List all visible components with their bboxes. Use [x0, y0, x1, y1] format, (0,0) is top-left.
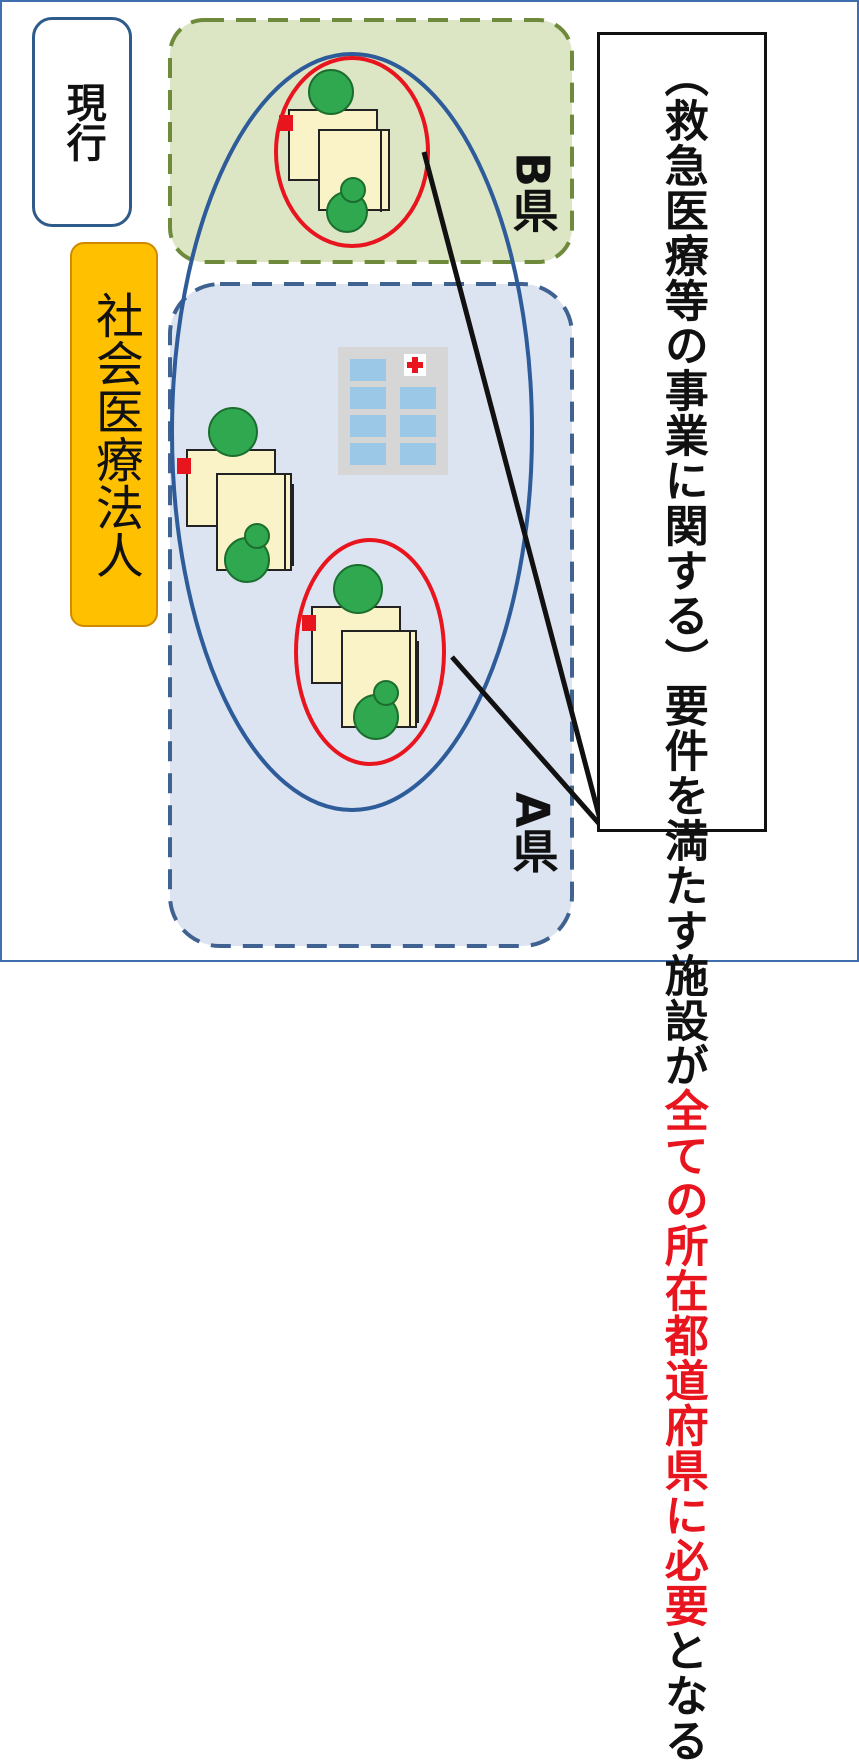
- highlight-ellipse-b: [274, 56, 430, 248]
- callout-text: （救急医療等の事業に関する）要件を満たす施設が全ての所在都道府県に必要となる: [657, 53, 708, 1763]
- diagram-graphics: [168, 18, 605, 948]
- callout-box: （救急医療等の事業に関する）要件を満たす施設が全ての所在都道府県に必要となる: [597, 32, 767, 1763]
- prefecture-b-label: B県: [505, 152, 560, 234]
- callout-text-part3: となる: [656, 1628, 708, 1763]
- callout-text-highlight: 全ての所在都道府県に必要: [656, 1088, 708, 1628]
- hospital-icon-a-lower: [302, 564, 419, 740]
- highlight-ellipse-a: [294, 538, 446, 766]
- prefecture-a-label: A県: [505, 792, 560, 874]
- current-label: 現行: [59, 82, 106, 162]
- callout-pointer-a: [450, 655, 604, 829]
- hospital-icon-b: [279, 69, 390, 233]
- corporation-ellipse: [170, 52, 534, 812]
- hospital-icon-a-middle: [177, 407, 294, 583]
- callout-text-part1: （救急医療等の事業に関する）要件を満たす施設が: [656, 53, 708, 1088]
- corporation-badge: 社会医療法人: [70, 242, 158, 627]
- callout-pointer-b: [421, 151, 605, 828]
- corporation-label: 社会医療法人: [86, 290, 143, 579]
- current-badge: 現行: [32, 17, 132, 227]
- clinic-icon: [338, 347, 448, 475]
